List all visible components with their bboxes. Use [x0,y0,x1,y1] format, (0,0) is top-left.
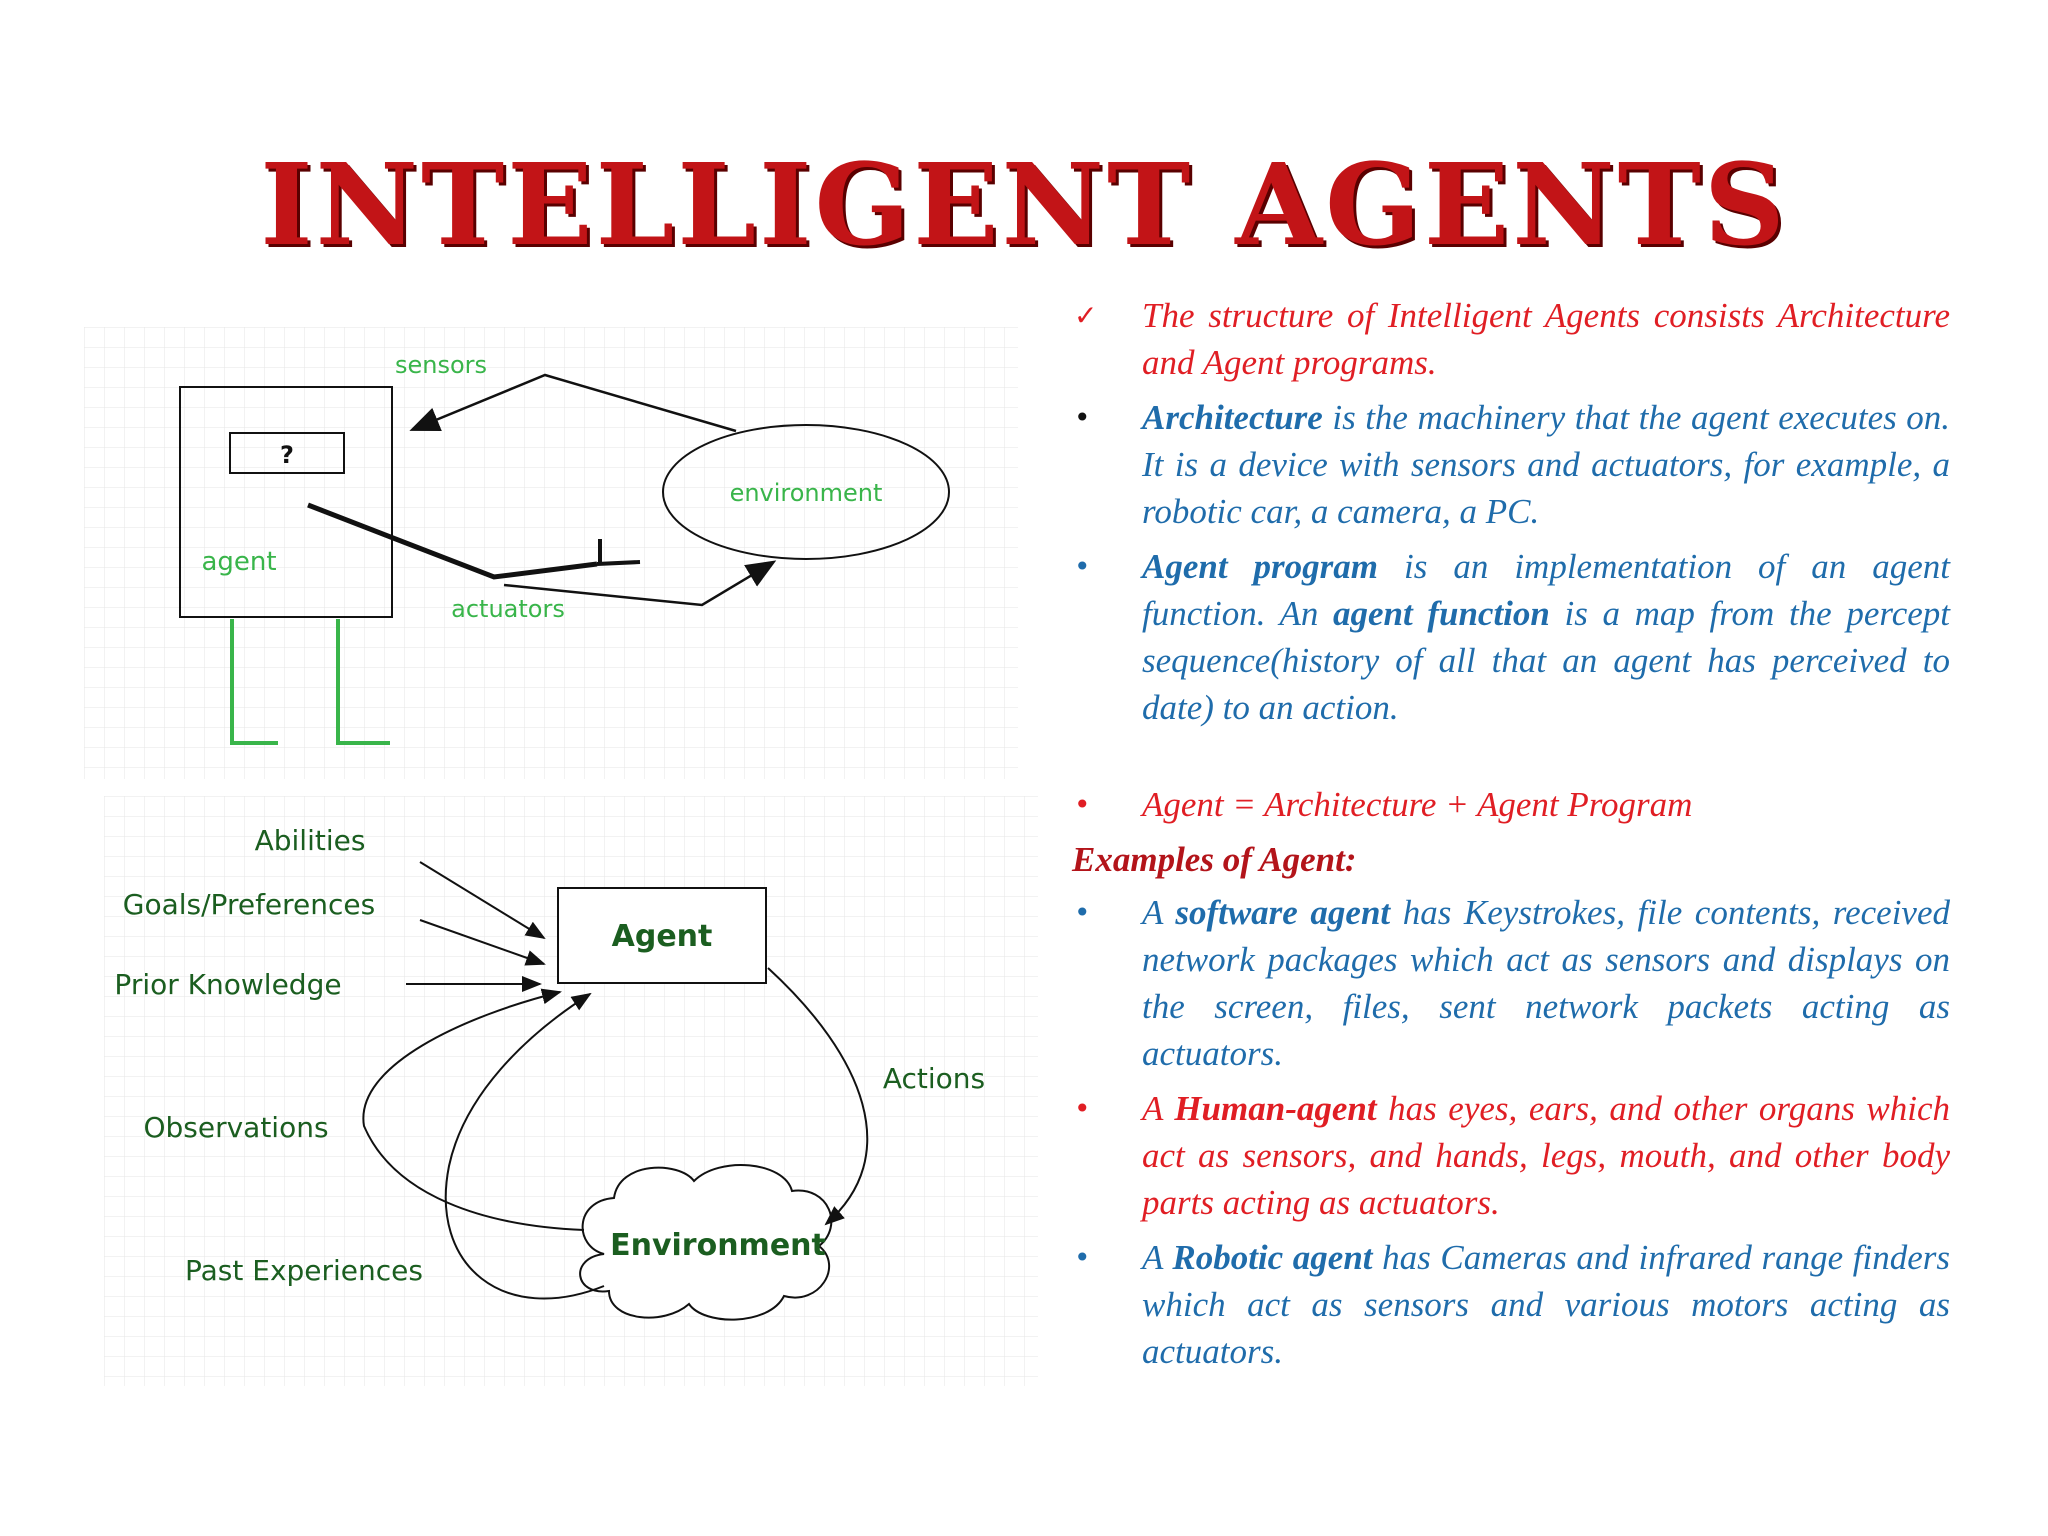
environment-label: environment [730,479,883,507]
actuators-arrow [503,560,777,607]
checkmark-icon: ✓ [1074,299,1098,332]
sensors-label: sensors [395,351,487,379]
environment-ellipse [662,424,950,560]
agent-leg-left [230,619,278,745]
actuator-arm [307,502,598,580]
past-experiences-arrow [444,992,605,1300]
actuator-hand [596,560,641,566]
environment-label: Environment [610,1228,826,1263]
actuators-label: actuators [451,595,565,623]
agent-box [179,386,393,618]
bullet-icon: • [1074,788,1091,821]
bullet-icon: • [1074,401,1091,434]
software-agent-term: software agent [1175,893,1391,932]
goals-arrow [419,919,546,966]
agent-box [557,887,767,984]
abilities-label: Abilities [255,824,366,857]
list-item: • A Human-agent has eyes, ears, and othe… [1072,1085,1950,1226]
bullet-icon: • [1074,896,1091,929]
architecture-term: Architecture [1142,398,1323,437]
actions-arrow [767,967,869,1226]
agent-program-text-1: is an implementation of an agent functio… [1142,547,1950,633]
list-item: • Agent = Architecture + Agent Program [1072,781,1950,828]
structure-text: The structure of Intelligent Agents cons… [1142,296,1950,382]
bullet-icon: • [1074,1092,1091,1125]
actions-label: Actions [883,1062,985,1095]
bullet-icon: • [1074,550,1091,583]
agent-environment-diagram: ? agent environment sensors actuators [84,327,1018,779]
page-title: INTELLIGENT AGENTS [260,140,1788,271]
agent-equation: Agent = Architecture + Agent Program [1142,785,1693,824]
example-prefix: A [1142,1089,1175,1128]
agent-program-text-2: is a map from the percept sequence(histo… [1142,594,1950,727]
agent-inputs-diagram: Abilities Goals/Preferences Prior Knowle… [104,796,1038,1386]
abilities-arrow [419,861,546,940]
agent-leg-right [336,619,390,745]
architecture-text: is the machinery that the agent executes… [1142,398,1950,531]
list-item: • A Robotic agent has Cameras and infrar… [1072,1234,1950,1375]
observations-label: Observations [143,1111,328,1144]
list-item: • Agent program is an implementation of … [1072,543,1950,731]
question-mark: ? [280,441,294,469]
list-item: • A software agent has Keystrokes, file … [1072,889,1950,1077]
human-agent-text: has eyes, ears, and other organs which a… [1142,1089,1951,1222]
agent-inputs-svg: Abilities Goals/Preferences Prior Knowle… [104,796,1038,1386]
prior-knowledge-label: Prior Knowledge [114,968,341,1001]
bullet-icon: • [1074,1241,1091,1274]
example-prefix: A [1142,1238,1173,1277]
agent-program-term: Agent program [1142,547,1379,586]
sensors-arrow [409,373,737,433]
software-agent-text: has Keystrokes, file contents, received … [1142,893,1950,1073]
past-experiences-label: Past Experiences [185,1254,423,1287]
robotic-agent-text: has Cameras and infrared range finders w… [1142,1238,1950,1371]
observations-arrow [362,988,585,1231]
list-item: ✓ The structure of Intelligent Agents co… [1072,292,1950,386]
example-prefix: A [1142,893,1176,932]
agent-label: agent [201,547,276,577]
agent-label: Agent [612,919,713,954]
examples-heading: Examples of Agent: [1072,840,1357,879]
human-agent-term: Human-agent [1174,1089,1377,1128]
list-item: • Architecture is the machinery that the… [1072,394,1950,535]
agent-environment-svg: ? agent environment sensors actuators [84,327,1018,779]
question-box [229,432,345,474]
environment-cloud [579,1164,833,1321]
robotic-agent-term: Robotic agent [1172,1238,1373,1277]
agent-function-term: agent function [1332,594,1550,633]
goals-label: Goals/Preferences [123,888,375,921]
agent-text-column: ✓ The structure of Intelligent Agents co… [1072,292,1950,1375]
